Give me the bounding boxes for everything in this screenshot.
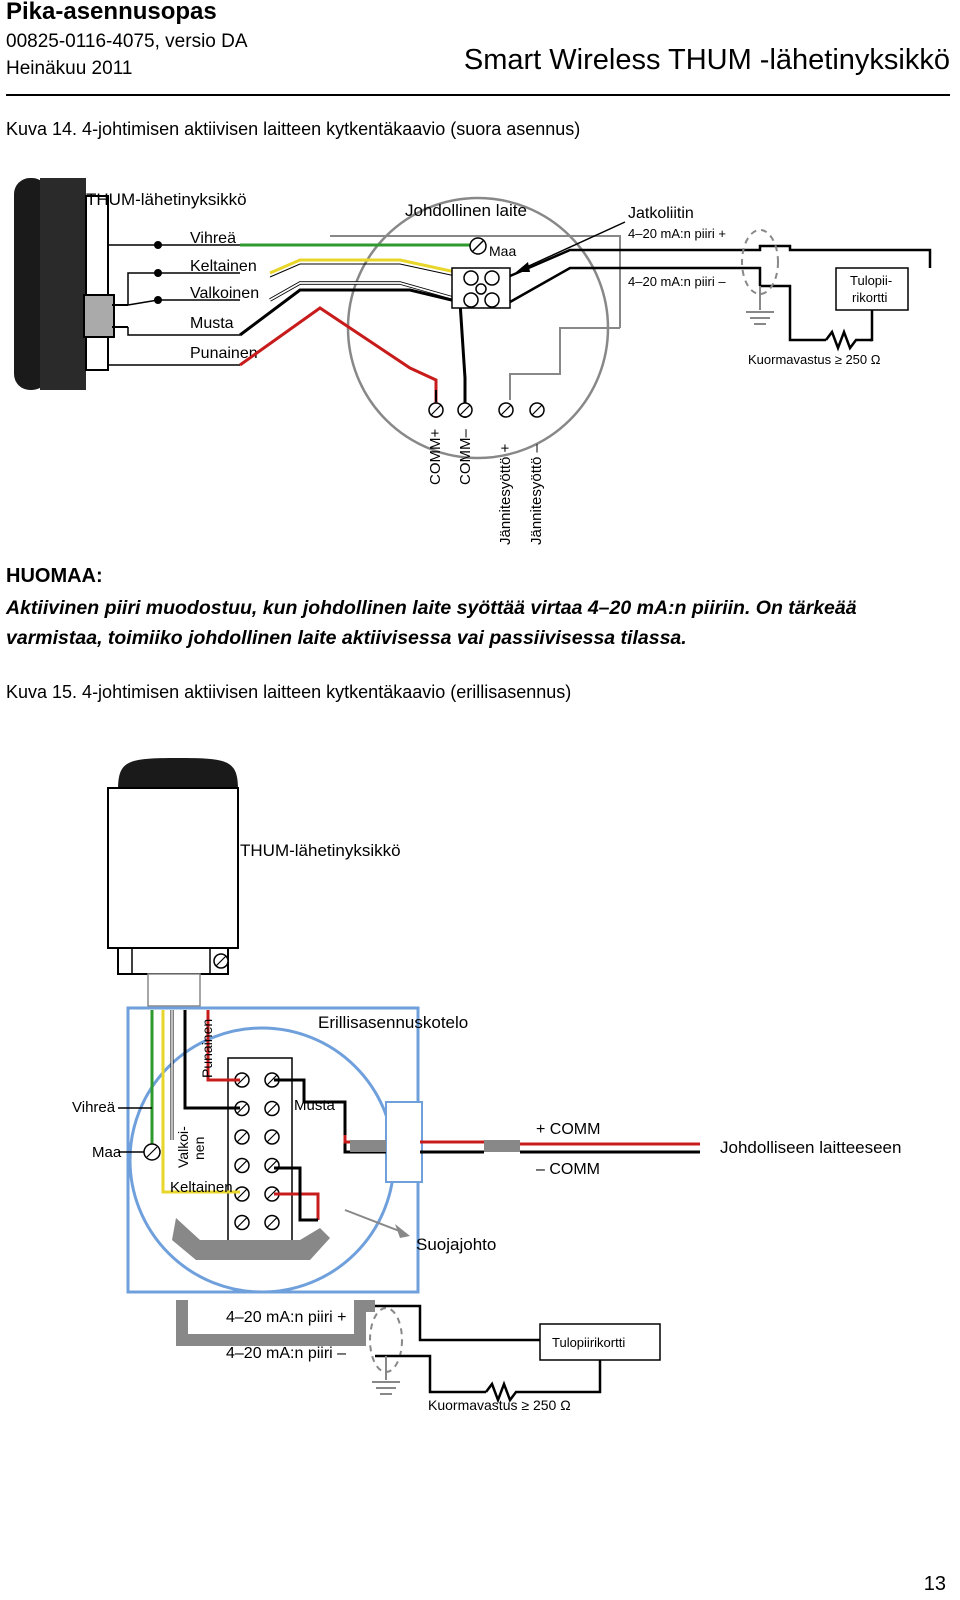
input-card (539, 1323, 661, 1361)
terminal-label-comm-minus: COMM– (457, 429, 474, 485)
screw-slot (236, 1131, 248, 1143)
input-card (835, 267, 909, 311)
page-number: 13 (923, 1573, 946, 1595)
input-card-label: Tulopiirikortti (552, 1335, 625, 1350)
wire-label-yellow: Keltainen (190, 258, 257, 275)
screw-slot (236, 1217, 248, 1228)
loop-plus-label: 4–20 mA:n piiri + (628, 226, 726, 241)
to-device-label: Johdolliseen laitteeseen (720, 1138, 901, 1157)
earth-ground-icon (746, 311, 774, 325)
load-resistor-icon (485, 1380, 520, 1404)
shield-label: Suojajohto (416, 1235, 496, 1254)
wire-label-red: Punainen (190, 345, 258, 362)
junction-label: Jatkoliitin (628, 205, 694, 222)
terminal-label-power-minus: Jännitesyöttö – (528, 443, 545, 545)
comm-minus-label: – COMM (536, 1161, 600, 1178)
figure14-wiring-diagram: THUM-lähetinyksikkö Vihreä Keltainen Val… (14, 178, 932, 545)
device-label: Johdollinen laite (405, 201, 527, 220)
note-text: Aktiivinen piiri muodostuu, kun johdolli… (6, 597, 857, 649)
wire-label-black: Musta (294, 1097, 336, 1114)
screw-slot (266, 1074, 278, 1086)
screw-slot (266, 1217, 278, 1228)
thum-unit-body (14, 178, 109, 390)
screw-slot (266, 1131, 278, 1143)
document-title: Pika-asennusopas (6, 0, 217, 25)
thum-label: THUM-lähetinyksikkö (240, 841, 401, 860)
load-resistor-label: Kuormavastus ≥ 250 Ω (748, 352, 881, 367)
screw-slot (266, 1103, 278, 1114)
input-card-label-2: rikortti (852, 290, 888, 305)
terminal-comm-plus: COMM+ (427, 390, 444, 485)
ground-label: Maa (92, 1144, 122, 1161)
wire-label-white-1: Valkoi- (175, 1126, 191, 1168)
header-rule (6, 94, 950, 96)
input-card-label-1: Tulopii- (850, 273, 892, 288)
wire-label-yellow: Keltainen (170, 1179, 233, 1196)
wire-label-red: Punainen (199, 1019, 215, 1078)
figure14-caption: Kuva 14. 4-johtimisen aktiivisen laittee… (6, 119, 581, 139)
terminal-comm-minus: COMM– (457, 390, 474, 485)
junction-block-icon (451, 267, 511, 309)
terminal-label-power-plus: Jännitesyöttö + (497, 443, 514, 545)
screw-slot (236, 1074, 248, 1086)
load-resistor-label: Kuormavastus ≥ 250 Ω (428, 1397, 571, 1413)
wire-label-black: Musta (190, 315, 234, 332)
figure15-wiring-diagram: THUM-lähetinyksikkö Erillisasennuskotelo… (72, 758, 901, 1413)
loop-minus-label: 4–20 mA:n piiri – (226, 1345, 346, 1362)
wire-label-white: Valkoinen (190, 285, 259, 302)
screw-slot (236, 1160, 248, 1171)
loop-plus-label: 4–20 mA:n piiri + (226, 1309, 347, 1326)
wire-label-green: Vihreä (190, 230, 236, 247)
terminal-power-minus: Jännitesyöttö – (528, 402, 545, 545)
load-resistor-icon (825, 328, 872, 352)
ground-label: Maa (489, 243, 516, 259)
earth-ground-icon (372, 1381, 400, 1395)
loop-minus-label: 4–20 mA:n piiri – (628, 274, 726, 289)
comm-plus-label: + COMM (536, 1121, 600, 1138)
document-date: Heinäkuu 2011 (6, 58, 133, 79)
thum-connector-block (83, 294, 115, 338)
wire-label-green: Vihreä (72, 1099, 116, 1116)
wire-label-white-2: nen (191, 1137, 207, 1160)
product-title: Smart Wireless THUM -lähetinyksikkö (463, 44, 950, 76)
screw-slot (236, 1188, 248, 1200)
document-number: 00825-0116-4075, versio DA (6, 31, 248, 52)
thum-label: THUM-lähetinyksikkö (86, 190, 247, 209)
screw-slot (266, 1188, 278, 1200)
screw-slot (236, 1103, 248, 1114)
screw-slot (266, 1160, 278, 1171)
thum-unit-body (107, 758, 239, 1007)
note-heading: HUOMAA: (6, 565, 103, 587)
enclosure-label: Erillisasennuskotelo (318, 1013, 468, 1032)
figure15-caption: Kuva 15. 4-johtimisen aktiivisen laittee… (6, 682, 572, 702)
terminal-power-plus: Jännitesyöttö + (497, 402, 514, 545)
terminal-label-comm-plus: COMM+ (427, 429, 444, 485)
